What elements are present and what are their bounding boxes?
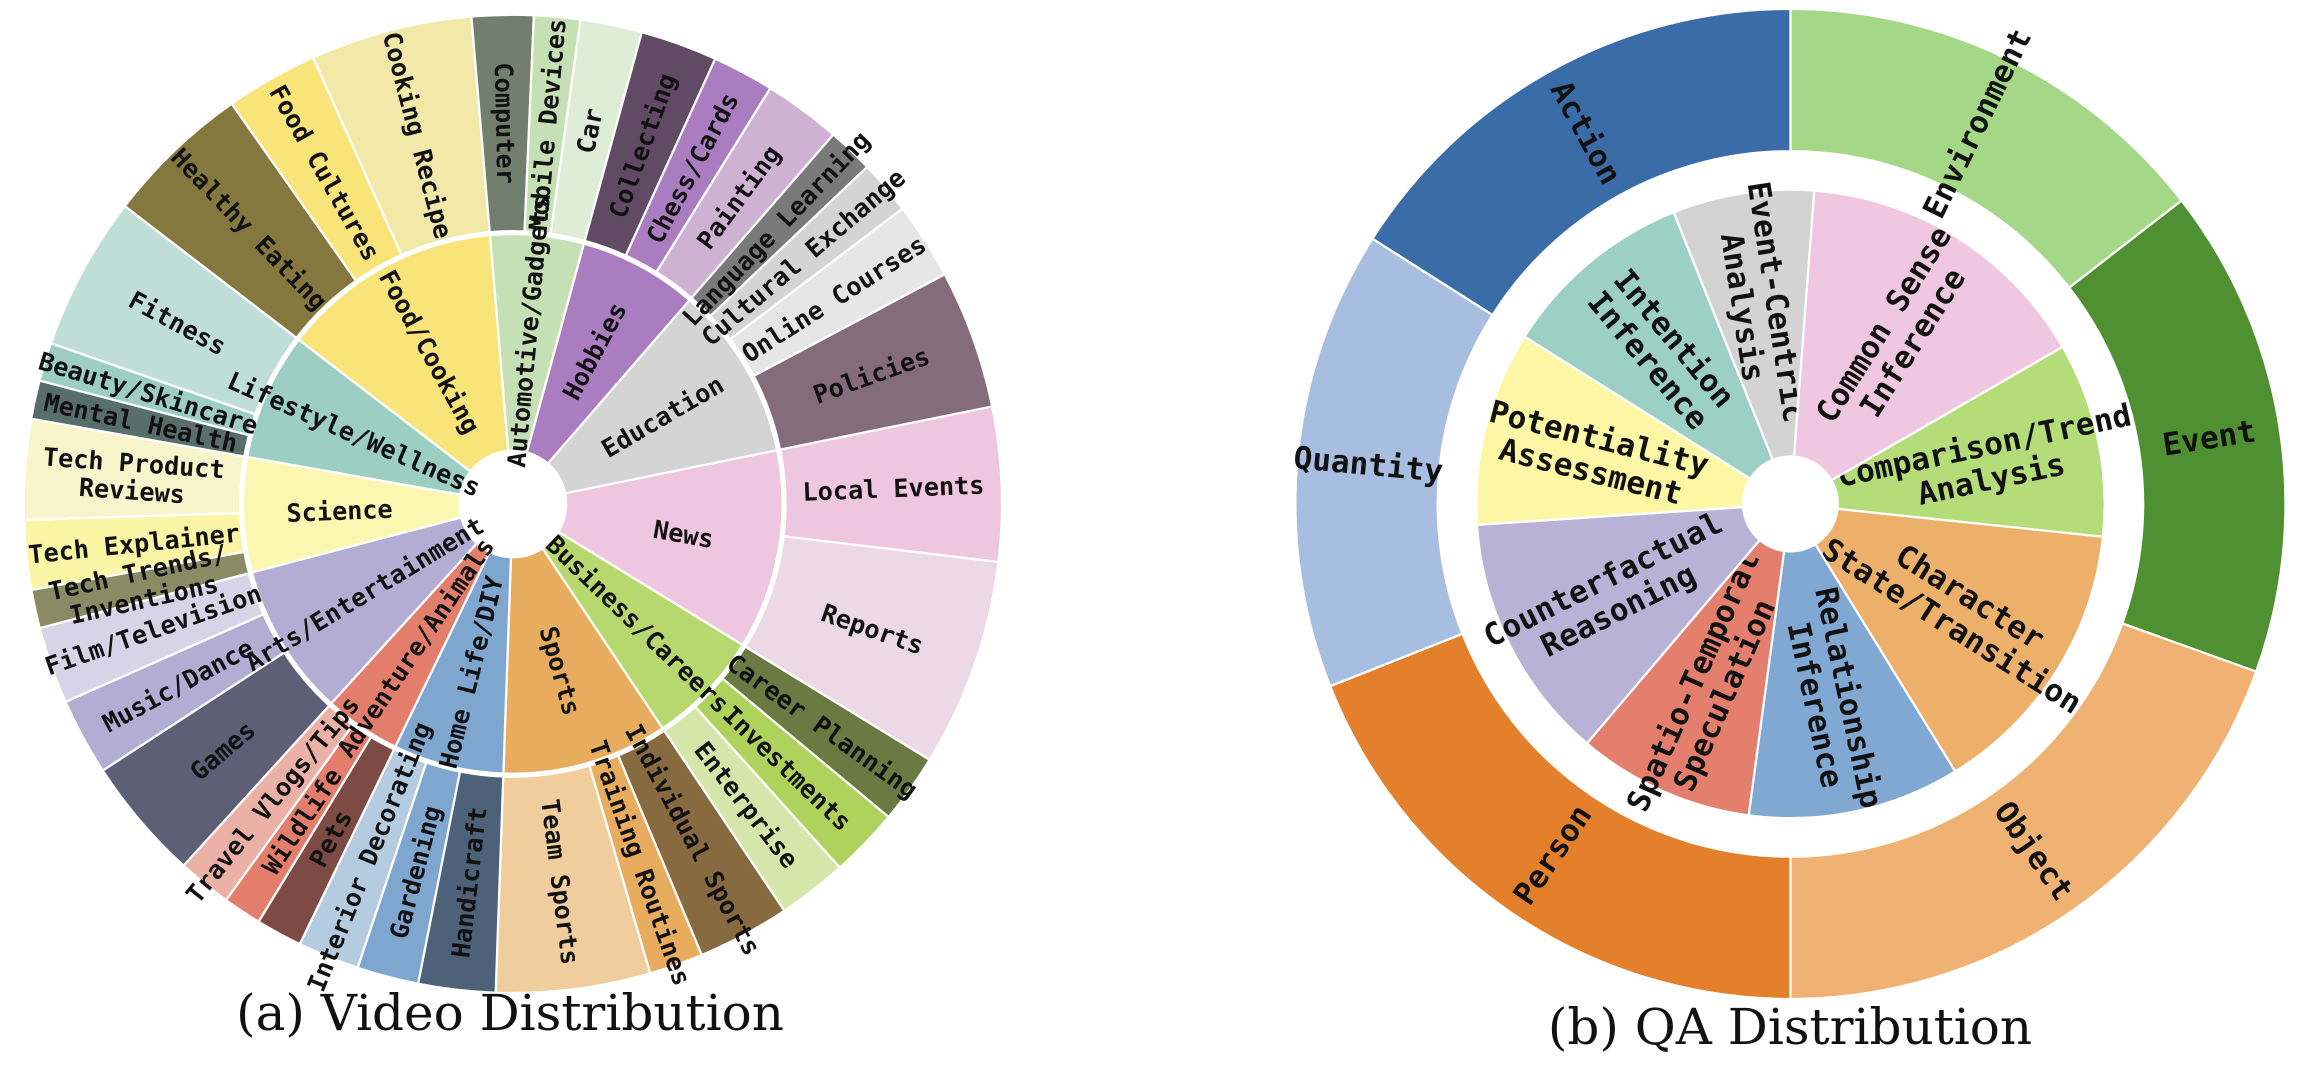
caption-qa-distribution: (b) QA Distribution — [1548, 998, 2032, 1056]
slice-potentiality-assessment — [1475, 335, 1752, 527]
slice-sports — [502, 546, 665, 775]
slice-business-careers — [540, 530, 745, 730]
slice-relationship-inference — [1747, 542, 1957, 820]
caption-video-distribution: (a) Video Distribution — [236, 984, 784, 1042]
slice-counterfactual-reasoning — [1475, 505, 1762, 745]
slice-action — [1370, 7, 1792, 317]
slice-common-sense-inference — [1792, 189, 2065, 482]
slice-character-state-transition — [1813, 507, 2105, 773]
slice-person — [1328, 632, 1792, 1001]
slice-policies — [752, 272, 994, 451]
slice-object — [1789, 621, 2258, 1001]
slice-arts-entertainment — [250, 516, 479, 705]
slice-news — [556, 448, 784, 647]
qa-distribution-chart: Comparison/TrendAnalysisCharacterState/T… — [1292, 7, 2287, 1001]
slice-intention-inference — [1522, 210, 1775, 481]
label-computer: Computer — [489, 62, 521, 184]
slice-event-centric-analysis — [1672, 188, 1816, 462]
slice-spatio-temporal-speculation — [1585, 538, 1786, 817]
slice-education — [546, 298, 779, 495]
slice-home-life-diy — [393, 550, 513, 775]
slice-food-cooking — [297, 233, 510, 473]
slice-hobbies — [525, 242, 692, 466]
label-science: Science — [286, 495, 393, 528]
slice-lifestyle-wellness — [245, 338, 473, 496]
slice-comparison-trend-analysis — [1829, 345, 2106, 538]
